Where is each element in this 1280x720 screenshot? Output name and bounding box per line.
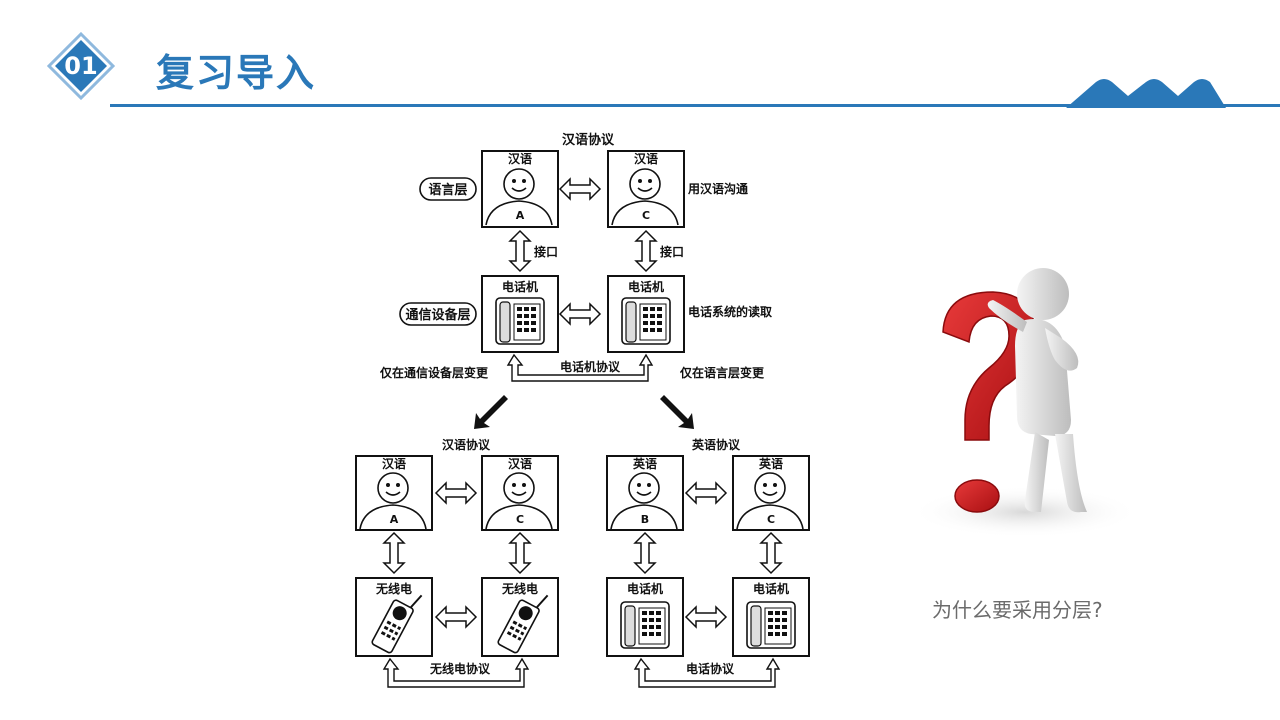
device-layer-label: 通信设备层 <box>405 307 470 323</box>
top-device-arrow-icon <box>559 303 601 325</box>
bl-person-c-language: 汉语 <box>508 456 532 471</box>
bl-person-c-name: C <box>516 513 524 526</box>
device-protocol-label: 电话机协议 <box>560 359 621 374</box>
br-person-c-language: 英语 <box>759 456 783 471</box>
br-language-arrow-icon <box>685 482 727 504</box>
mountain-decoration-icon <box>1066 79 1226 108</box>
br-left-interface-arrow-icon <box>634 532 656 574</box>
right-interface-arrow-icon <box>635 230 657 272</box>
page-title: 复习导入 <box>156 51 317 95</box>
phone-right-label: 电话机 <box>628 279 664 294</box>
br-right-interface-arrow-icon <box>760 532 782 574</box>
right-interface-label: 接口 <box>660 244 684 259</box>
bl-device-protocol-bracket-icon <box>382 657 530 688</box>
br-phone-right-label: 电话机 <box>753 581 789 596</box>
language-note: 用汉语沟通 <box>687 181 748 196</box>
language-layer-pill <box>419 177 477 201</box>
bl-device-arrow-icon <box>435 606 477 628</box>
br-device-protocol-bracket-icon <box>633 657 781 688</box>
layered-communication-diagram: 汉语协议 语言层 汉语 A 汉语 C 用汉语沟通 接口 接口 通信设备层 电话机… <box>355 132 810 688</box>
bl-person-a-language: 汉语 <box>382 456 406 471</box>
bl-radio-left-label: 无线电 <box>375 581 412 596</box>
down-right-arrow-icon <box>660 395 694 429</box>
bl-language-arrow-icon <box>435 482 477 504</box>
phone-left-label: 电话机 <box>502 279 538 294</box>
br-person-b-language: 英语 <box>633 456 657 471</box>
bl-left-interface-arrow-icon <box>383 532 405 574</box>
bottom-right-protocol-label: 英语协议 <box>692 437 741 452</box>
bl-right-interface-arrow-icon <box>509 532 531 574</box>
device-note: 电话系统的读取 <box>688 304 772 319</box>
section-badge-icon <box>47 32 115 100</box>
bl-device-protocol-label: 无线电协议 <box>429 661 491 676</box>
device-layer-pill <box>399 302 477 326</box>
br-phone-left-label: 电话机 <box>627 581 663 596</box>
left-interface-label: 接口 <box>534 244 558 259</box>
br-device-protocol-label: 电话协议 <box>686 661 735 676</box>
question-caption: 为什么要采用分层? <box>932 598 1103 622</box>
bottom-left-protocol-label: 汉语协议 <box>442 437 491 452</box>
bl-radio-right-label: 无线电 <box>501 581 538 596</box>
thinking-figure-question-mark-icon <box>910 268 1140 538</box>
left-change-note: 仅在通信设备层变更 <box>379 365 489 380</box>
right-change-note: 仅在语言层变更 <box>679 365 765 380</box>
person-a-name: A <box>516 209 525 222</box>
title-underline <box>110 104 1280 107</box>
language-layer-label: 语言层 <box>428 182 467 198</box>
person-c-language: 汉语 <box>634 151 658 166</box>
person-c-name: C <box>642 209 650 222</box>
br-person-b-name: B <box>641 513 649 526</box>
down-left-arrow-icon <box>474 395 508 429</box>
device-protocol-bracket-icon <box>506 353 654 382</box>
section-number: 01 <box>64 52 98 80</box>
top-language-arrow-icon <box>559 178 601 200</box>
br-person-c-name: C <box>767 513 775 526</box>
person-a-language: 汉语 <box>508 151 532 166</box>
top-protocol-label: 汉语协议 <box>562 132 615 148</box>
br-device-arrow-icon <box>685 606 727 628</box>
bl-person-a-name: A <box>390 513 399 526</box>
left-interface-arrow-icon <box>509 230 531 272</box>
